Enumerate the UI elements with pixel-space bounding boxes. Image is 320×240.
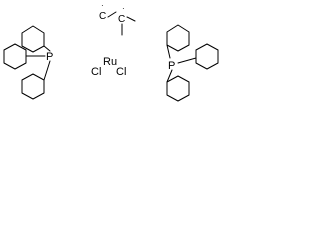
carbene-dot: · [101,1,104,10]
right-cyclohexyl-right [195,43,219,70]
chlorine-right-atom: Cl [116,66,126,78]
ruthenium-complex-structure: P P Ru Cl Cl · C · C [3,1,219,102]
right-p-bond-bottom [166,69,173,83]
carbene-carbon-atom: C [99,11,106,22]
ruthenium-center: Ru Cl Cl [91,56,126,78]
left-cyclohexyl-left [3,43,27,70]
chlorine-left-atom: Cl [91,66,101,78]
left-phosphine-ligand: P [3,25,53,100]
right-cyclohexyl-bottom [166,75,190,102]
vinylcarbene-ligand: · C · C [99,1,136,36]
left-p-bond-top [43,45,51,52]
left-p-bond-bottom [43,60,51,81]
left-phosphorus-atom: P [46,51,53,63]
vinyl-dot: · [122,4,125,13]
left-cyclohexyl-top [21,25,45,53]
carbene-to-ch-bond [107,11,117,18]
right-phosphorus-atom: P [168,60,175,72]
right-p-bond-top [166,44,171,59]
right-cyclohexyl-top [166,24,190,52]
ruthenium-atom: Ru [103,56,117,68]
left-cyclohexyl-bottom [21,73,45,100]
right-phosphine-ligand: P [166,24,219,102]
vinyl-carbon-atom: C [118,14,125,25]
vinyl-methyl-bond-right [126,16,136,22]
right-p-bond-right [177,57,197,64]
